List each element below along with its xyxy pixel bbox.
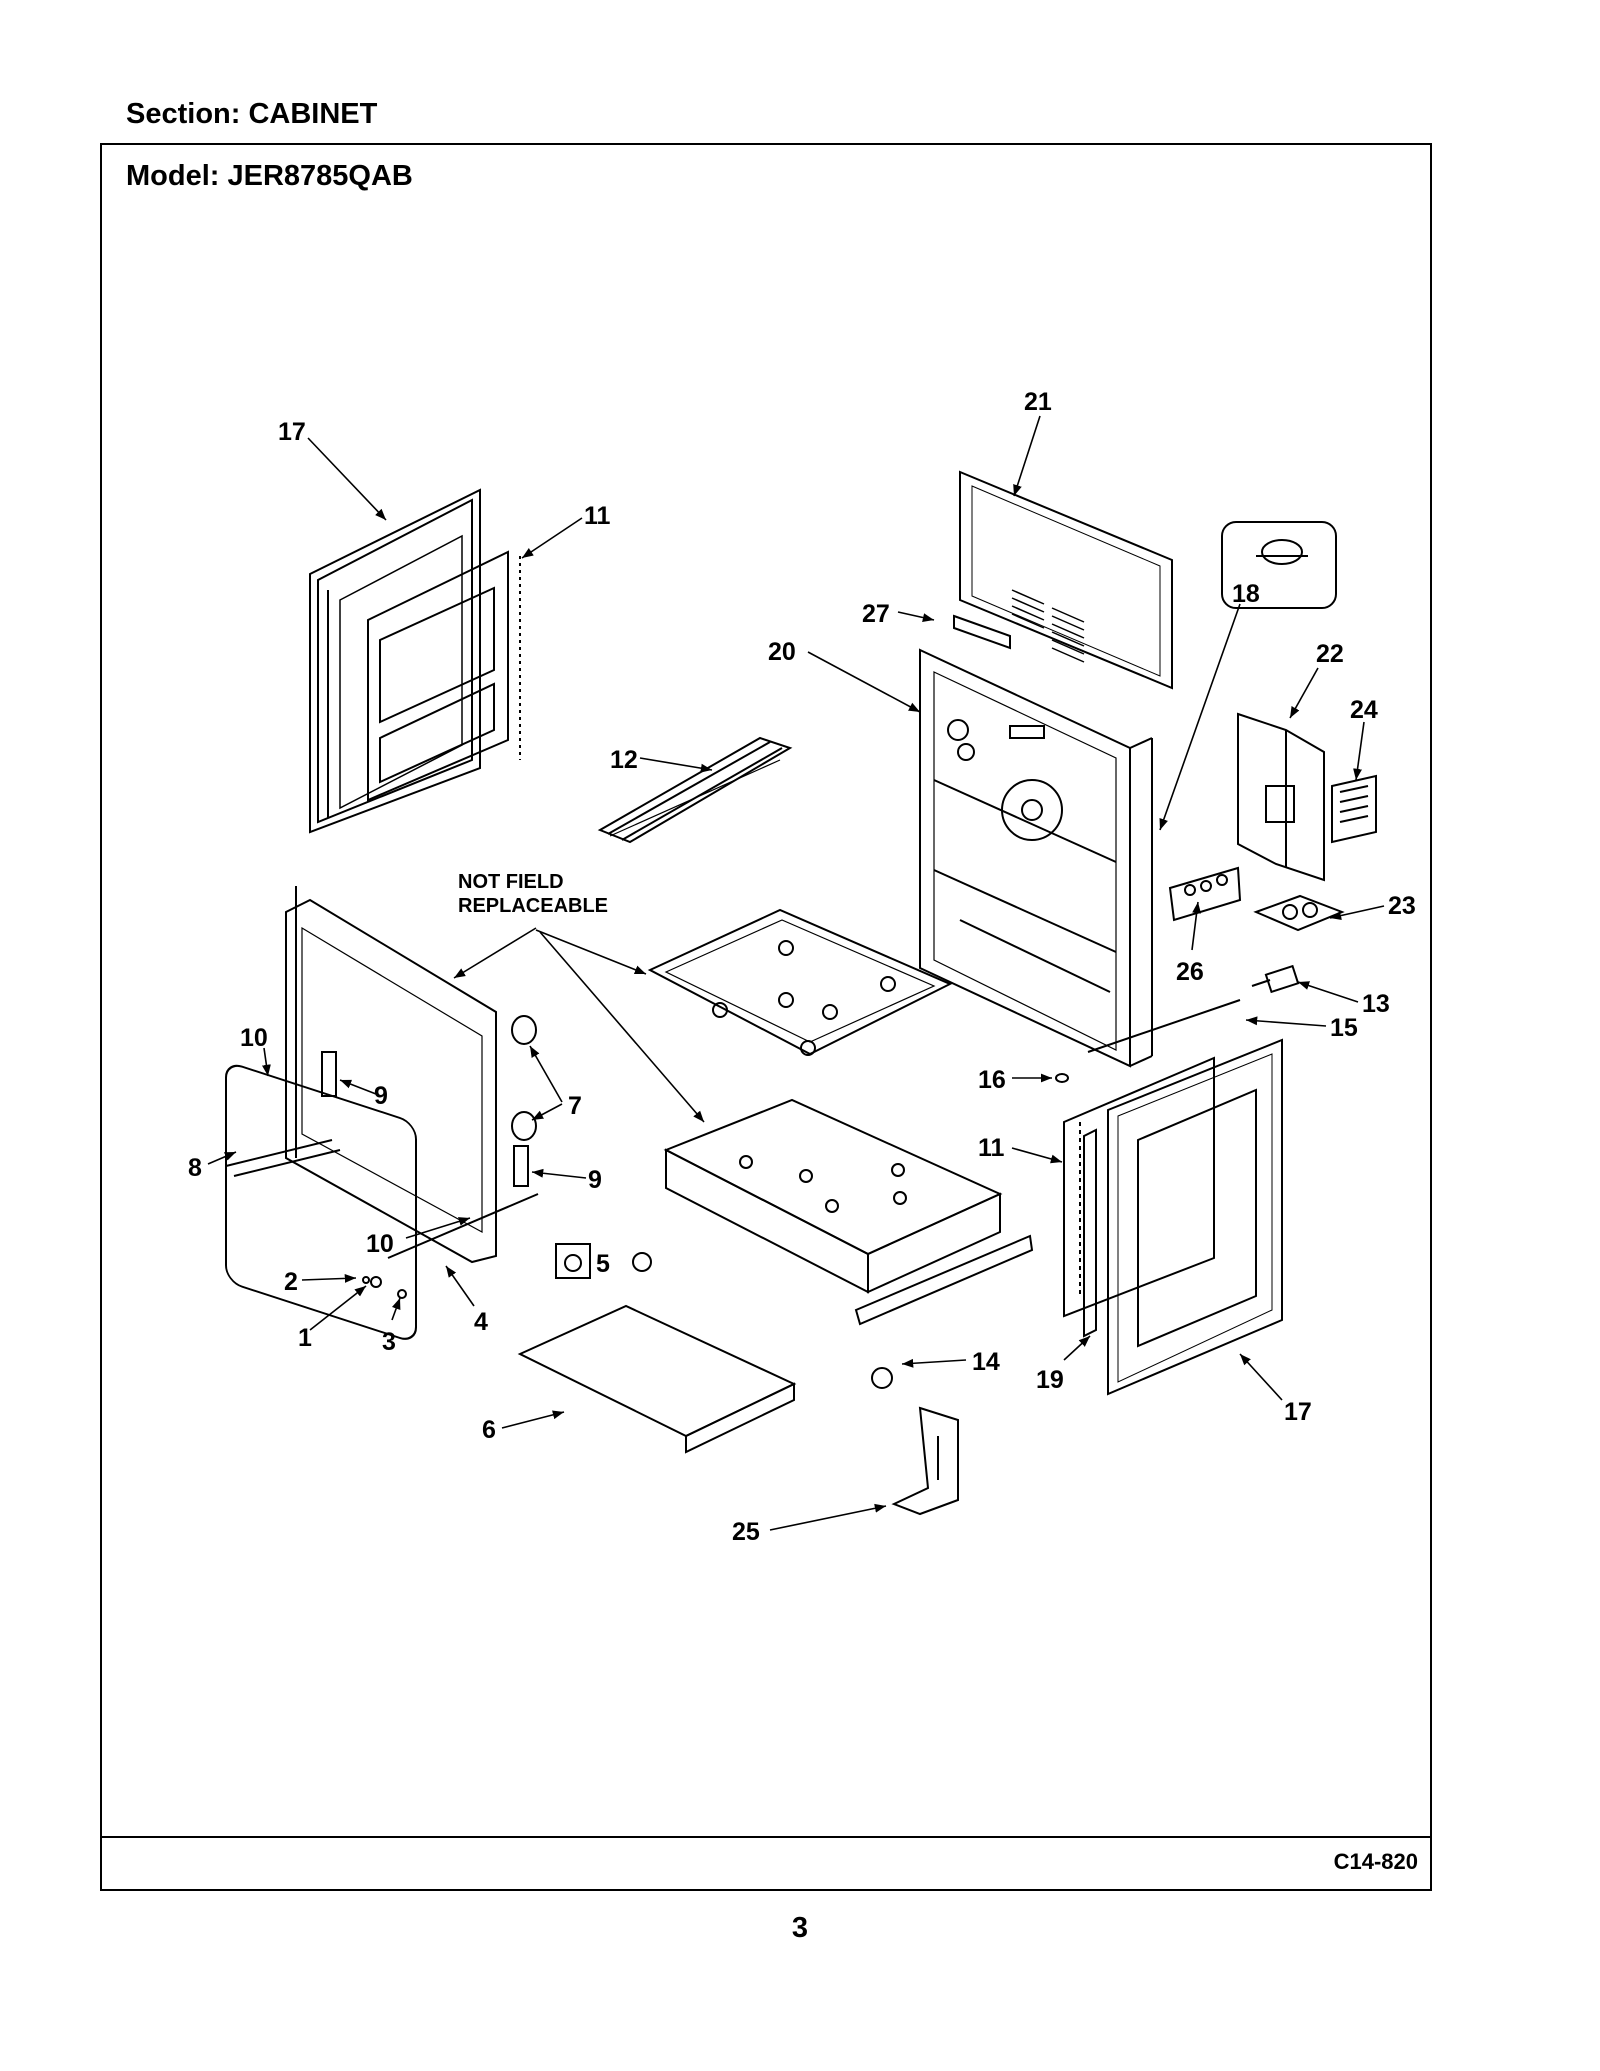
callout-8: 8 (188, 1154, 202, 1182)
rod (1087, 999, 1241, 1053)
section-title: Section: CABINET (126, 98, 378, 130)
screw-3 (397, 1289, 407, 1299)
side-panel-right (1107, 1038, 1283, 1396)
side-rail (225, 1139, 333, 1167)
callout-11-upper: 11 (584, 502, 611, 530)
callout-13: 13 (1362, 990, 1390, 1018)
callout-25: 25 (732, 1518, 760, 1546)
callout-17-upper: 17 (278, 418, 306, 446)
knob-upper (511, 1015, 537, 1045)
callout-15: 15 (1330, 1014, 1358, 1042)
leveling-leg-5 (564, 1254, 582, 1272)
lower-rail (387, 1193, 539, 1259)
grille-plate (1331, 774, 1377, 844)
bottom-panel (517, 1304, 797, 1454)
cavity-bottom (663, 1098, 1003, 1294)
anti-tip-bracket (891, 1406, 959, 1516)
knob-lower (511, 1111, 537, 1141)
back-frame (919, 648, 1153, 1068)
callout-24: 24 (1350, 696, 1378, 724)
drawing-code: C14-820 (1333, 1849, 1418, 1874)
callout-5: 5 (596, 1250, 610, 1278)
liner-panel-left (367, 550, 521, 802)
callout-7: 7 (568, 1092, 582, 1120)
side-trim (1083, 1128, 1097, 1338)
footer-divider (100, 1836, 1432, 1838)
callout-10-upper: 10 (240, 1024, 268, 1052)
callout-10-lower: 10 (366, 1230, 394, 1258)
callout-9-lower: 9 (588, 1166, 602, 1194)
page-number: 3 (791, 1912, 809, 1944)
callout-26: 26 (1176, 958, 1204, 986)
callout-20: 20 (768, 638, 796, 666)
diagram-frame (100, 143, 1432, 1891)
liner-panel-right (1063, 1056, 1215, 1318)
model-title: Model: JER8785QAB (126, 160, 413, 192)
motor-assembly (1251, 964, 1300, 994)
small-plate (953, 614, 1011, 650)
screw-1 (362, 1276, 370, 1284)
side-panel-left (309, 488, 481, 834)
callout-1: 1 (298, 1324, 312, 1352)
hinge-upper (321, 1051, 337, 1097)
rear-panel (959, 470, 1173, 690)
callout-23: 23 (1388, 892, 1416, 920)
callout-18: 18 (1232, 580, 1260, 608)
leveling-leg-14 (871, 1367, 893, 1389)
callout-6: 6 (482, 1416, 496, 1444)
insulator-plate (1253, 894, 1345, 932)
note-line-1: NOT FIELD (458, 871, 564, 893)
callout-22: 22 (1316, 640, 1344, 668)
oven-front-frame (285, 886, 497, 1264)
thermal-switch-inset (1221, 521, 1337, 609)
leveling-leg-inset (555, 1243, 591, 1279)
callout-21: 21 (1024, 388, 1052, 416)
hinge-lower (513, 1145, 529, 1187)
grommet (1055, 1073, 1069, 1083)
oven-floor-pan (647, 908, 953, 1056)
callout-4: 4 (474, 1308, 488, 1336)
callout-11-lower: 11 (978, 1134, 1005, 1162)
front-rail (854, 1234, 1034, 1326)
leveling-leg-left (632, 1252, 652, 1272)
callout-19: 19 (1036, 1366, 1064, 1394)
callout-16: 16 (978, 1066, 1006, 1094)
terminal-block (1168, 866, 1242, 922)
terminal-box (1237, 712, 1325, 882)
callout-3: 3 (382, 1328, 396, 1356)
callout-17-lower: 17 (1284, 1398, 1312, 1426)
note-line-2: REPLACEABLE (458, 895, 608, 917)
callout-2: 2 (284, 1268, 298, 1296)
callout-9-upper: 9 (374, 1082, 388, 1110)
callout-12: 12 (610, 746, 638, 774)
screw-2 (370, 1276, 382, 1288)
callout-27: 27 (862, 600, 890, 628)
callout-14: 14 (972, 1348, 1000, 1376)
